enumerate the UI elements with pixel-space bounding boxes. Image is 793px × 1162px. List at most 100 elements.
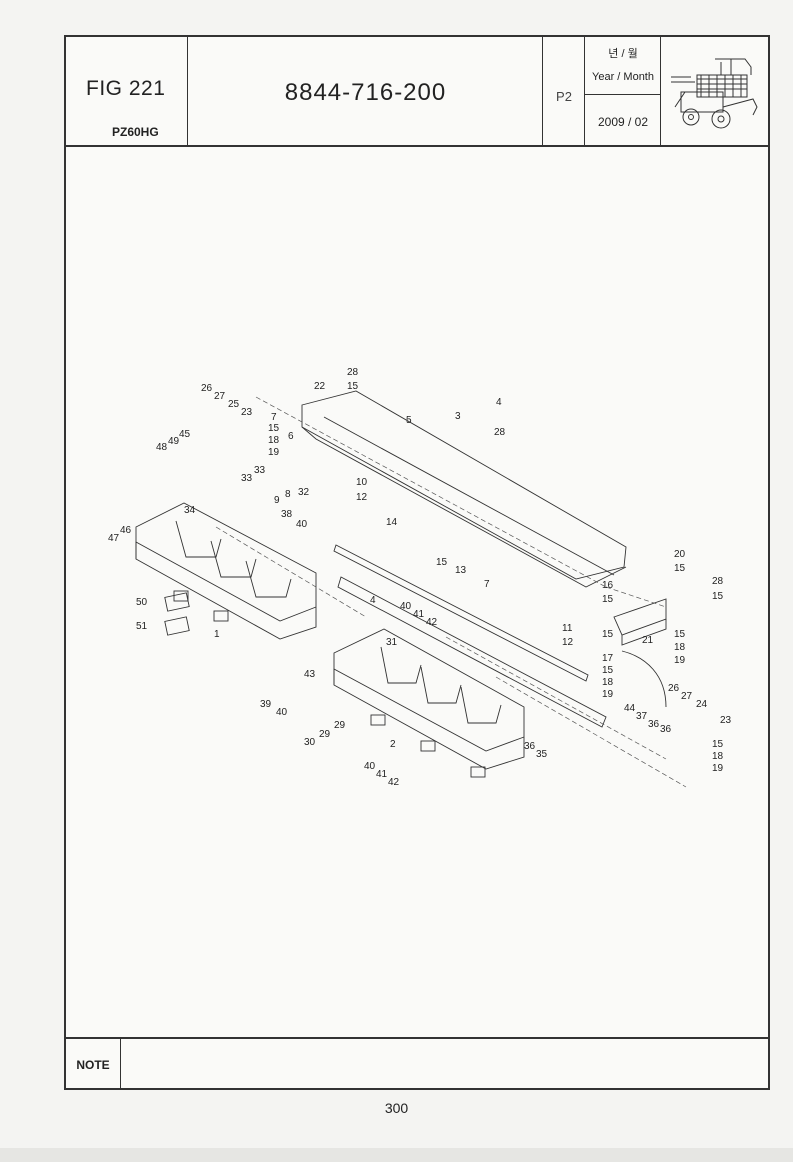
callout-label: 46 bbox=[120, 525, 132, 536]
callout-label: 1 bbox=[214, 629, 220, 640]
callout-label: 48 bbox=[156, 442, 168, 453]
callout-label: 51 bbox=[136, 621, 148, 632]
side-rails bbox=[333, 544, 607, 728]
tray-pads bbox=[164, 592, 190, 636]
callout-label: 15 bbox=[602, 594, 614, 605]
exploded-parts-diagram: 28 22 15 26 27 25 23 7 15 18 19 6 5 3 4 … bbox=[108, 367, 732, 788]
callout-label: 14 bbox=[386, 517, 398, 528]
callout-label: 34 bbox=[184, 505, 196, 516]
callout-label: 43 bbox=[304, 669, 316, 680]
year-month-label: Year / Month bbox=[592, 71, 654, 83]
callout-label: 15 bbox=[712, 591, 724, 602]
callout-label: 37 bbox=[636, 711, 648, 722]
callout-label: 23 bbox=[241, 407, 253, 418]
callout-label: 4 bbox=[496, 397, 502, 408]
callout-label: 2 bbox=[390, 739, 396, 750]
callout-label: 23 bbox=[720, 715, 732, 726]
callout-label: 26 bbox=[668, 683, 680, 694]
callout-label: 42 bbox=[388, 777, 400, 788]
callout-label: 25 bbox=[228, 399, 240, 410]
figure-title: FIG 221 bbox=[86, 77, 166, 100]
callout-label: 19 bbox=[674, 655, 686, 666]
callout-label: 19 bbox=[268, 447, 280, 458]
callout-label: 4 bbox=[370, 595, 376, 606]
scan-edge bbox=[0, 1148, 793, 1162]
year-month-korean: 년 / 월 bbox=[608, 48, 638, 60]
callout-label: 3 bbox=[455, 411, 461, 422]
callout-label: 15 bbox=[674, 629, 686, 640]
callout-label: 15 bbox=[268, 423, 280, 434]
callout-label: 18 bbox=[674, 642, 686, 653]
callout-label: 7 bbox=[484, 579, 490, 590]
callout-label: 47 bbox=[108, 533, 120, 544]
callout-label: 40 bbox=[276, 707, 288, 718]
callout-labels: 28 22 15 26 27 25 23 7 15 18 19 6 5 3 4 … bbox=[108, 367, 732, 788]
callout-label: 18 bbox=[268, 435, 280, 446]
rice-transplanter-icon bbox=[671, 58, 758, 129]
year-month-divider bbox=[585, 94, 661, 95]
page-code-cell: P2 bbox=[543, 37, 585, 145]
callout-label: 21 bbox=[642, 635, 654, 646]
callout-label: 13 bbox=[455, 565, 467, 576]
callout-label: 28 bbox=[494, 427, 506, 438]
callout-label: 27 bbox=[214, 391, 226, 402]
model-name: PZ60HG bbox=[112, 125, 159, 139]
callout-label: 18 bbox=[602, 677, 614, 688]
callout-label: 35 bbox=[536, 749, 548, 760]
callout-label: 20 bbox=[674, 549, 686, 560]
callout-label: 12 bbox=[356, 492, 368, 503]
callout-label: 31 bbox=[386, 637, 398, 648]
callout-label: 30 bbox=[304, 737, 316, 748]
lower-tray bbox=[333, 628, 525, 778]
page-number: 300 bbox=[384, 1100, 409, 1116]
assembly-guide-lines bbox=[215, 396, 687, 788]
callout-label: 41 bbox=[376, 769, 388, 780]
callout-label: 15 bbox=[712, 739, 724, 750]
main-cover-panel bbox=[301, 390, 627, 588]
callout-label: 15 bbox=[436, 557, 448, 568]
callout-label: 7 bbox=[271, 412, 277, 423]
figure-cell: FIG 221 PZ60HG bbox=[66, 37, 188, 145]
callout-label: 22 bbox=[314, 381, 326, 392]
title-block: FIG 221 PZ60HG 8844-716-200 P2 년 / 월 Yea… bbox=[66, 37, 768, 147]
callout-label: 40 bbox=[364, 761, 376, 772]
callout-label: 15 bbox=[347, 381, 359, 392]
callout-label: 39 bbox=[260, 699, 272, 710]
callout-label: 27 bbox=[681, 691, 693, 702]
callout-label: 44 bbox=[624, 703, 636, 714]
callout-label: 15 bbox=[602, 629, 614, 640]
callout-label: 36 bbox=[524, 741, 536, 752]
callout-label: 41 bbox=[413, 609, 425, 620]
callout-label: 10 bbox=[356, 477, 368, 488]
side-bracket bbox=[613, 598, 667, 708]
callout-label: 19 bbox=[712, 763, 724, 774]
part-number: 8844-716-200 bbox=[284, 79, 447, 106]
callout-label: 40 bbox=[400, 601, 412, 612]
page-code: P2 bbox=[556, 89, 572, 104]
callout-label: 32 bbox=[298, 487, 310, 498]
callout-label: 12 bbox=[562, 637, 574, 648]
year-month-cell: 년 / 월 Year / Month 2009 / 02 bbox=[585, 37, 661, 145]
note-label: NOTE bbox=[66, 1039, 121, 1090]
callout-label: 29 bbox=[319, 729, 331, 740]
note-row: NOTE bbox=[66, 1037, 768, 1090]
callout-label: 36 bbox=[648, 719, 660, 730]
part-number-cell: 8844-716-200 bbox=[188, 37, 543, 145]
callout-label: 33 bbox=[241, 473, 253, 484]
callout-label: 50 bbox=[136, 597, 148, 608]
callout-label: 6 bbox=[288, 431, 294, 442]
callout-label: 19 bbox=[602, 689, 614, 700]
callout-label: 36 bbox=[660, 724, 672, 735]
callout-label: 16 bbox=[602, 580, 614, 591]
callout-label: 24 bbox=[696, 699, 708, 710]
callout-label: 38 bbox=[281, 509, 293, 520]
year-month-value: 2009 / 02 bbox=[597, 115, 649, 129]
callout-label: 18 bbox=[712, 751, 724, 762]
callout-label: 45 bbox=[179, 429, 191, 440]
callout-label: 28 bbox=[712, 576, 724, 587]
callout-label: 28 bbox=[347, 367, 359, 378]
callout-label: 8 bbox=[285, 489, 291, 500]
callout-label: 5 bbox=[406, 415, 412, 426]
callout-label: 15 bbox=[602, 665, 614, 676]
drawing-frame: FIG 221 PZ60HG 8844-716-200 P2 년 / 월 Yea… bbox=[64, 35, 770, 1090]
